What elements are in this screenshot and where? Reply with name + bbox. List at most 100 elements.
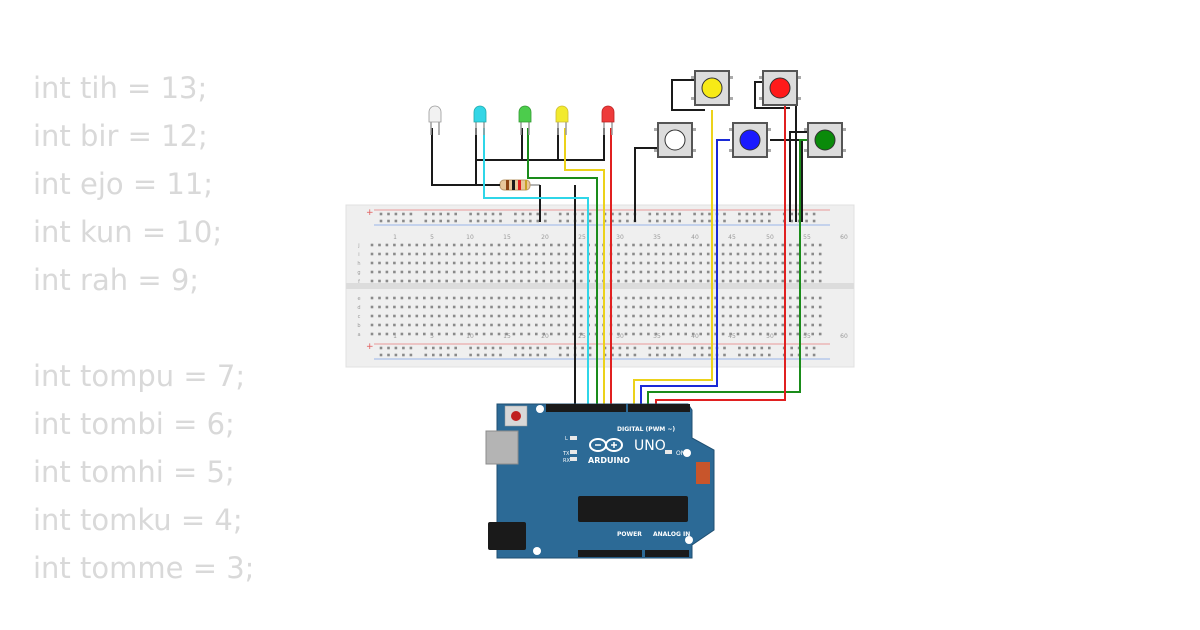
breadboard-hole	[654, 243, 658, 247]
breadboard-hole	[759, 261, 762, 265]
rail-hole	[626, 219, 629, 223]
breadboard-hole	[706, 323, 710, 327]
led-red[interactable]	[601, 105, 615, 135]
code-listing: int tih = 13; int bir = 12; int ejo = 11…	[33, 64, 254, 592]
rail-hole	[618, 353, 622, 357]
pushbutton-blue-cap[interactable]	[739, 129, 761, 151]
rail-hole	[446, 353, 450, 357]
breadboard-hole	[617, 323, 620, 327]
breadboard-hole	[684, 252, 687, 256]
breadboard-hole	[423, 243, 426, 247]
breadboard-hole	[452, 314, 456, 318]
breadboard-hole	[617, 296, 620, 300]
rail-hole	[581, 212, 584, 216]
breadboard-hole	[617, 261, 620, 265]
breadboard-hole	[497, 305, 501, 309]
breadboard-hole	[744, 279, 747, 283]
rail-hole	[760, 346, 764, 350]
rail-hole	[648, 212, 652, 216]
breadboard-hole	[818, 296, 822, 300]
pushbutton-yellow-cap[interactable]	[701, 77, 723, 99]
rail-hole	[708, 353, 711, 357]
breadboard-hole	[736, 252, 740, 256]
breadboard-hole	[437, 252, 441, 256]
breadboard-hole	[796, 323, 800, 327]
rail-hole	[812, 353, 816, 357]
led-cyan[interactable]	[473, 105, 487, 135]
pushbutton-red-cap[interactable]	[769, 77, 791, 99]
breadboard-hole	[445, 261, 448, 265]
pushbutton-blue[interactable]	[729, 122, 771, 158]
breadboard-hole	[818, 332, 822, 336]
breadboard-hole	[467, 252, 471, 256]
rail-hole	[588, 212, 592, 216]
breadboard-hole	[759, 296, 762, 300]
breadboard-hole	[497, 261, 501, 265]
breadboard-hole	[505, 243, 508, 247]
rail-hole	[768, 346, 771, 350]
led-green[interactable]	[518, 105, 532, 135]
pushbutton-green-cap[interactable]	[814, 129, 836, 151]
breadboard-hole	[452, 270, 456, 274]
breadboard-hole	[729, 314, 732, 318]
power-header	[578, 550, 642, 557]
breadboard-hole	[452, 243, 456, 247]
breadboard-hole	[684, 261, 687, 265]
pushbutton-red[interactable]	[759, 70, 801, 106]
reset-button[interactable]	[511, 411, 521, 421]
led-yellow[interactable]	[555, 105, 569, 135]
rail-hole	[558, 346, 562, 350]
breadboard-hole	[385, 296, 389, 300]
breadboard-hole	[662, 305, 665, 309]
breadboard-hole	[520, 243, 523, 247]
arduino-uno: ARDUINO UNO DIGITAL (PWM ~) ON L TX RX P…	[485, 403, 715, 559]
breadboard-hole	[482, 296, 486, 300]
col-num-bottom-25: 25	[578, 333, 586, 340]
row-letter-e: e	[357, 296, 360, 302]
breadboard-hole	[579, 252, 583, 256]
breadboard-hole	[691, 332, 695, 336]
breadboard-hole	[445, 270, 448, 274]
mount-hole-2	[683, 449, 691, 457]
breadboard-hole	[766, 270, 770, 274]
breadboard-hole	[714, 270, 717, 274]
led-yellow-body	[555, 105, 569, 123]
breadboard-hole	[437, 332, 441, 336]
breadboard-hole	[437, 261, 441, 265]
breadboard-hole	[535, 270, 538, 274]
wire-yellow-button-pin7	[633, 110, 713, 408]
breadboard-hole	[490, 261, 493, 265]
breadboard-hole	[669, 279, 673, 283]
rail-hole	[663, 353, 666, 357]
rail-hole	[700, 353, 704, 357]
rail-hole	[663, 212, 666, 216]
led-white[interactable]	[428, 105, 442, 135]
breadboard-hole	[751, 279, 755, 283]
breadboard-hole	[572, 243, 575, 247]
rail-plus-top: +	[366, 208, 374, 218]
breadboard-hole	[654, 305, 658, 309]
rail-hole	[521, 219, 525, 223]
usb-port	[485, 430, 519, 465]
wire-button-white-gnd	[634, 147, 658, 222]
rail-hole	[588, 353, 592, 357]
breadboard-hole	[774, 252, 777, 256]
breadboard-hole	[370, 243, 374, 247]
breadboard-hole	[408, 314, 411, 318]
breadboard-hole	[423, 252, 426, 256]
pushbutton-green-frame	[807, 122, 843, 158]
breadboard-hole	[557, 252, 561, 256]
pushbutton-white-cap[interactable]	[664, 129, 686, 151]
pushbutton-green[interactable]	[804, 122, 846, 158]
rail-hole	[670, 346, 674, 350]
pushbutton-white[interactable]	[654, 122, 696, 158]
breadboard-hole	[632, 243, 635, 247]
breadboard-hole	[482, 314, 486, 318]
breadboard-hole	[579, 243, 583, 247]
breadboard-hole	[684, 314, 687, 318]
breadboard-hole	[475, 332, 478, 336]
rail-hole	[387, 212, 390, 216]
breadboard-hole	[550, 314, 553, 318]
pushbutton-yellow[interactable]	[691, 70, 733, 106]
rail-hole	[678, 219, 681, 223]
